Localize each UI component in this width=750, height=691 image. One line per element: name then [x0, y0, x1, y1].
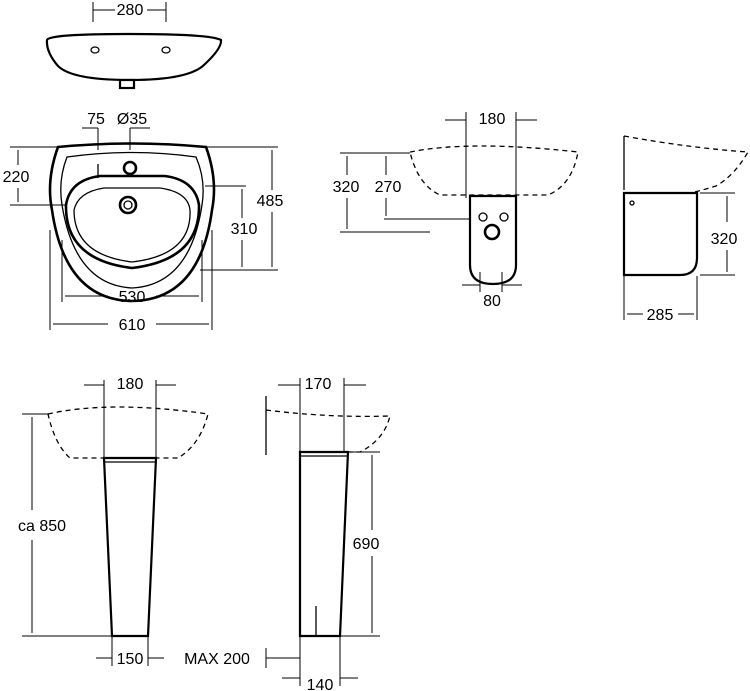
front-view: 75 Ø35 220 485 310 530 610: [3, 111, 284, 334]
pedestal-side: 170 690 MAX 200 140: [184, 376, 391, 691]
pedestal-front-bottom-width-label: 150: [117, 651, 144, 668]
pedestal-front: 180 ca 850 150: [18, 376, 209, 668]
top-width-label: 280: [117, 2, 144, 19]
pedestal-front-height-label: ca 850: [18, 518, 66, 535]
semi-front-width-label: 180: [479, 111, 506, 128]
pedestal-side-bottom-width-label: 140: [307, 677, 334, 691]
pedestal-side-height-label: 690: [353, 536, 380, 553]
tap-offset-label: 75: [87, 111, 105, 128]
bowl-depth-label: 310: [231, 221, 258, 238]
semi-pedestal-side: 320 285: [622, 135, 750, 324]
top-view: 280: [45, 2, 223, 90]
total-depth-label: 485: [257, 193, 284, 210]
tap-hole-label: Ø35: [117, 111, 147, 128]
pedestal-side-max-label: MAX 200: [184, 651, 250, 668]
top-to-tap-label: 220: [3, 169, 30, 186]
semi-front-height-label-b: 270: [375, 179, 402, 196]
overall-width-label: 610: [119, 317, 146, 334]
semi-front-height-label-a: 320: [333, 179, 360, 196]
semi-front-bottom-width-label: 80: [483, 293, 501, 310]
pedestal-side-top-width-label: 170: [305, 376, 332, 393]
semi-side-depth-label: 285: [647, 307, 674, 324]
pedestal-front-top-width-label: 180: [117, 376, 144, 393]
inner-width-label: 530: [119, 289, 146, 306]
semi-side-height-label: 320: [711, 231, 738, 248]
semi-pedestal-front: 180 320 270 80: [333, 111, 579, 310]
